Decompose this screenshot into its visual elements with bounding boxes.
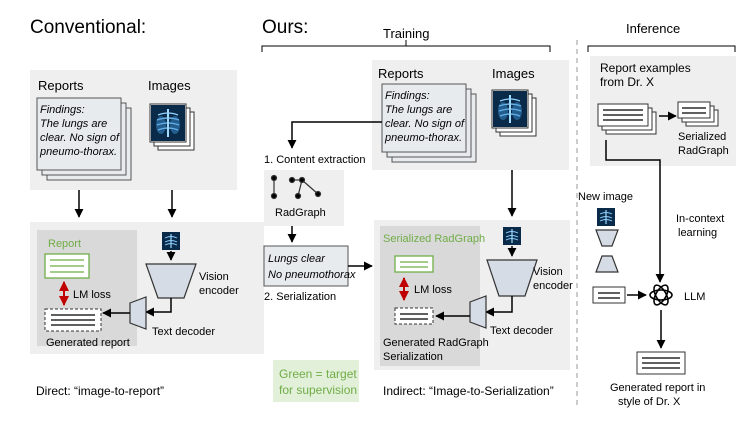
inference-encoder <box>595 229 619 247</box>
inference-serialized-output <box>592 286 626 304</box>
conventional-generated-report-label: Generated report <box>46 337 130 349</box>
inference-decoder <box>595 255 619 273</box>
training-bracket <box>261 40 551 52</box>
conventional-encoder-label: encoder <box>199 285 239 297</box>
arrow-to-extraction <box>287 121 382 149</box>
ours-caption: Indirect: “Image-to-Serialization” <box>383 384 554 398</box>
radgraph-graph-icon <box>270 174 322 200</box>
inference-title: Inference <box>626 21 680 36</box>
ours-target-panel <box>380 226 480 366</box>
llm-label: LLM <box>684 291 705 303</box>
serialized-label-2: RadGraph <box>678 145 729 157</box>
conventional-report-target-label: Report <box>48 238 81 250</box>
generated-report-line-1: Generated report in <box>610 382 705 394</box>
radgraph-label: RadGraph <box>275 207 326 219</box>
conventional-report-stack: Findings: The lungs are clear. No sign o… <box>36 97 132 181</box>
conventional-text-decoder <box>129 296 147 330</box>
ours-arrow-enc-dec <box>485 296 513 317</box>
inference-context-arrow <box>605 140 665 283</box>
serialized-label-1: Serialized <box>678 131 726 143</box>
ours-lm-loss: LM loss <box>414 284 452 296</box>
legend-line-1: Green = target <box>279 367 357 381</box>
in-context-line-1: In-context <box>676 213 724 225</box>
serialized-radgraph-target-label: Serialized RadGraph <box>383 233 485 245</box>
serialized-text-box <box>263 245 349 287</box>
conventional-xray-stack <box>149 103 195 151</box>
ours-report-line: clear. No sign of <box>385 118 465 130</box>
conventional-images-label: Images <box>148 78 191 93</box>
generated-serialization-label: Serialization <box>383 351 443 363</box>
generated-radgraph-label: Generated RadGraph <box>383 337 489 349</box>
legend-box <box>273 360 359 402</box>
conventional-vision-label: Vision <box>199 271 229 283</box>
conventional-arrow-enc-dec <box>145 298 172 317</box>
ours-report-line: The lungs are <box>385 104 452 116</box>
conventional-input-xray <box>161 231 181 251</box>
ours-report-stack: Findings: The lungs are clear. No sign o… <box>381 83 477 163</box>
step1-label: 1. Content extraction <box>264 154 366 166</box>
inference-bracket <box>587 45 736 52</box>
ours-input-xray <box>502 226 522 246</box>
conventional-caption: Direct: “image-to-report” <box>36 384 164 398</box>
conventional-report-line: pneumo-thorax. <box>39 146 117 158</box>
ours-images-label: Images <box>492 66 535 81</box>
training-label: Training <box>383 26 429 41</box>
serialized-text-line: Lungs clear <box>268 253 326 265</box>
ours-generated-icon <box>394 307 434 325</box>
report-examples-stack <box>597 103 657 135</box>
conventional-reports-label: Reports <box>38 78 84 93</box>
llm-icon <box>649 284 673 306</box>
conventional-lm-loss: LM loss <box>73 289 111 301</box>
ours-target-icon <box>394 255 434 273</box>
conventional-generated-report-icon <box>44 308 102 332</box>
ours-title: Ours: <box>262 17 308 38</box>
ours-vision-label: Vision <box>533 266 563 278</box>
generated-report-icon <box>636 351 686 375</box>
report-examples-line-2: from Dr. X <box>600 75 654 89</box>
ours-text-decoder <box>469 295 487 329</box>
conventional-report-line: clear. No sign of <box>40 132 120 144</box>
conventional-target-report-icon <box>44 253 90 279</box>
conventional-report-line: The lungs are <box>40 118 107 130</box>
step2-label: 2. Serialization <box>264 291 336 303</box>
ours-xray-stack <box>491 89 537 137</box>
ours-report-line: pneumo-thorax. <box>384 132 462 144</box>
conventional-text-decoder-label: Text decoder <box>152 326 215 338</box>
in-context-line-2: learning <box>678 227 717 239</box>
ours-reports-label: Reports <box>378 66 424 81</box>
new-image-xray <box>596 207 616 227</box>
serialized-text-line: No pneumothorax <box>268 269 356 281</box>
ours-text-decoder-label: Text decoder <box>490 325 553 337</box>
new-image-label: New image <box>578 191 633 203</box>
ours-report-line: Findings: <box>385 90 430 102</box>
legend-line-2: for supervision <box>279 383 357 397</box>
generated-report-line-2: style of Dr. X <box>618 396 681 408</box>
conventional-report-line: Findings: <box>40 104 85 116</box>
ours-vision-encoder <box>486 259 538 297</box>
conventional-vision-encoder <box>145 263 197 299</box>
report-examples-line-1: Report examples <box>600 61 691 75</box>
serialized-radgraph-stack <box>677 101 719 127</box>
ours-encoder-label: encoder <box>533 280 573 292</box>
conventional-title: Conventional: <box>30 17 146 38</box>
